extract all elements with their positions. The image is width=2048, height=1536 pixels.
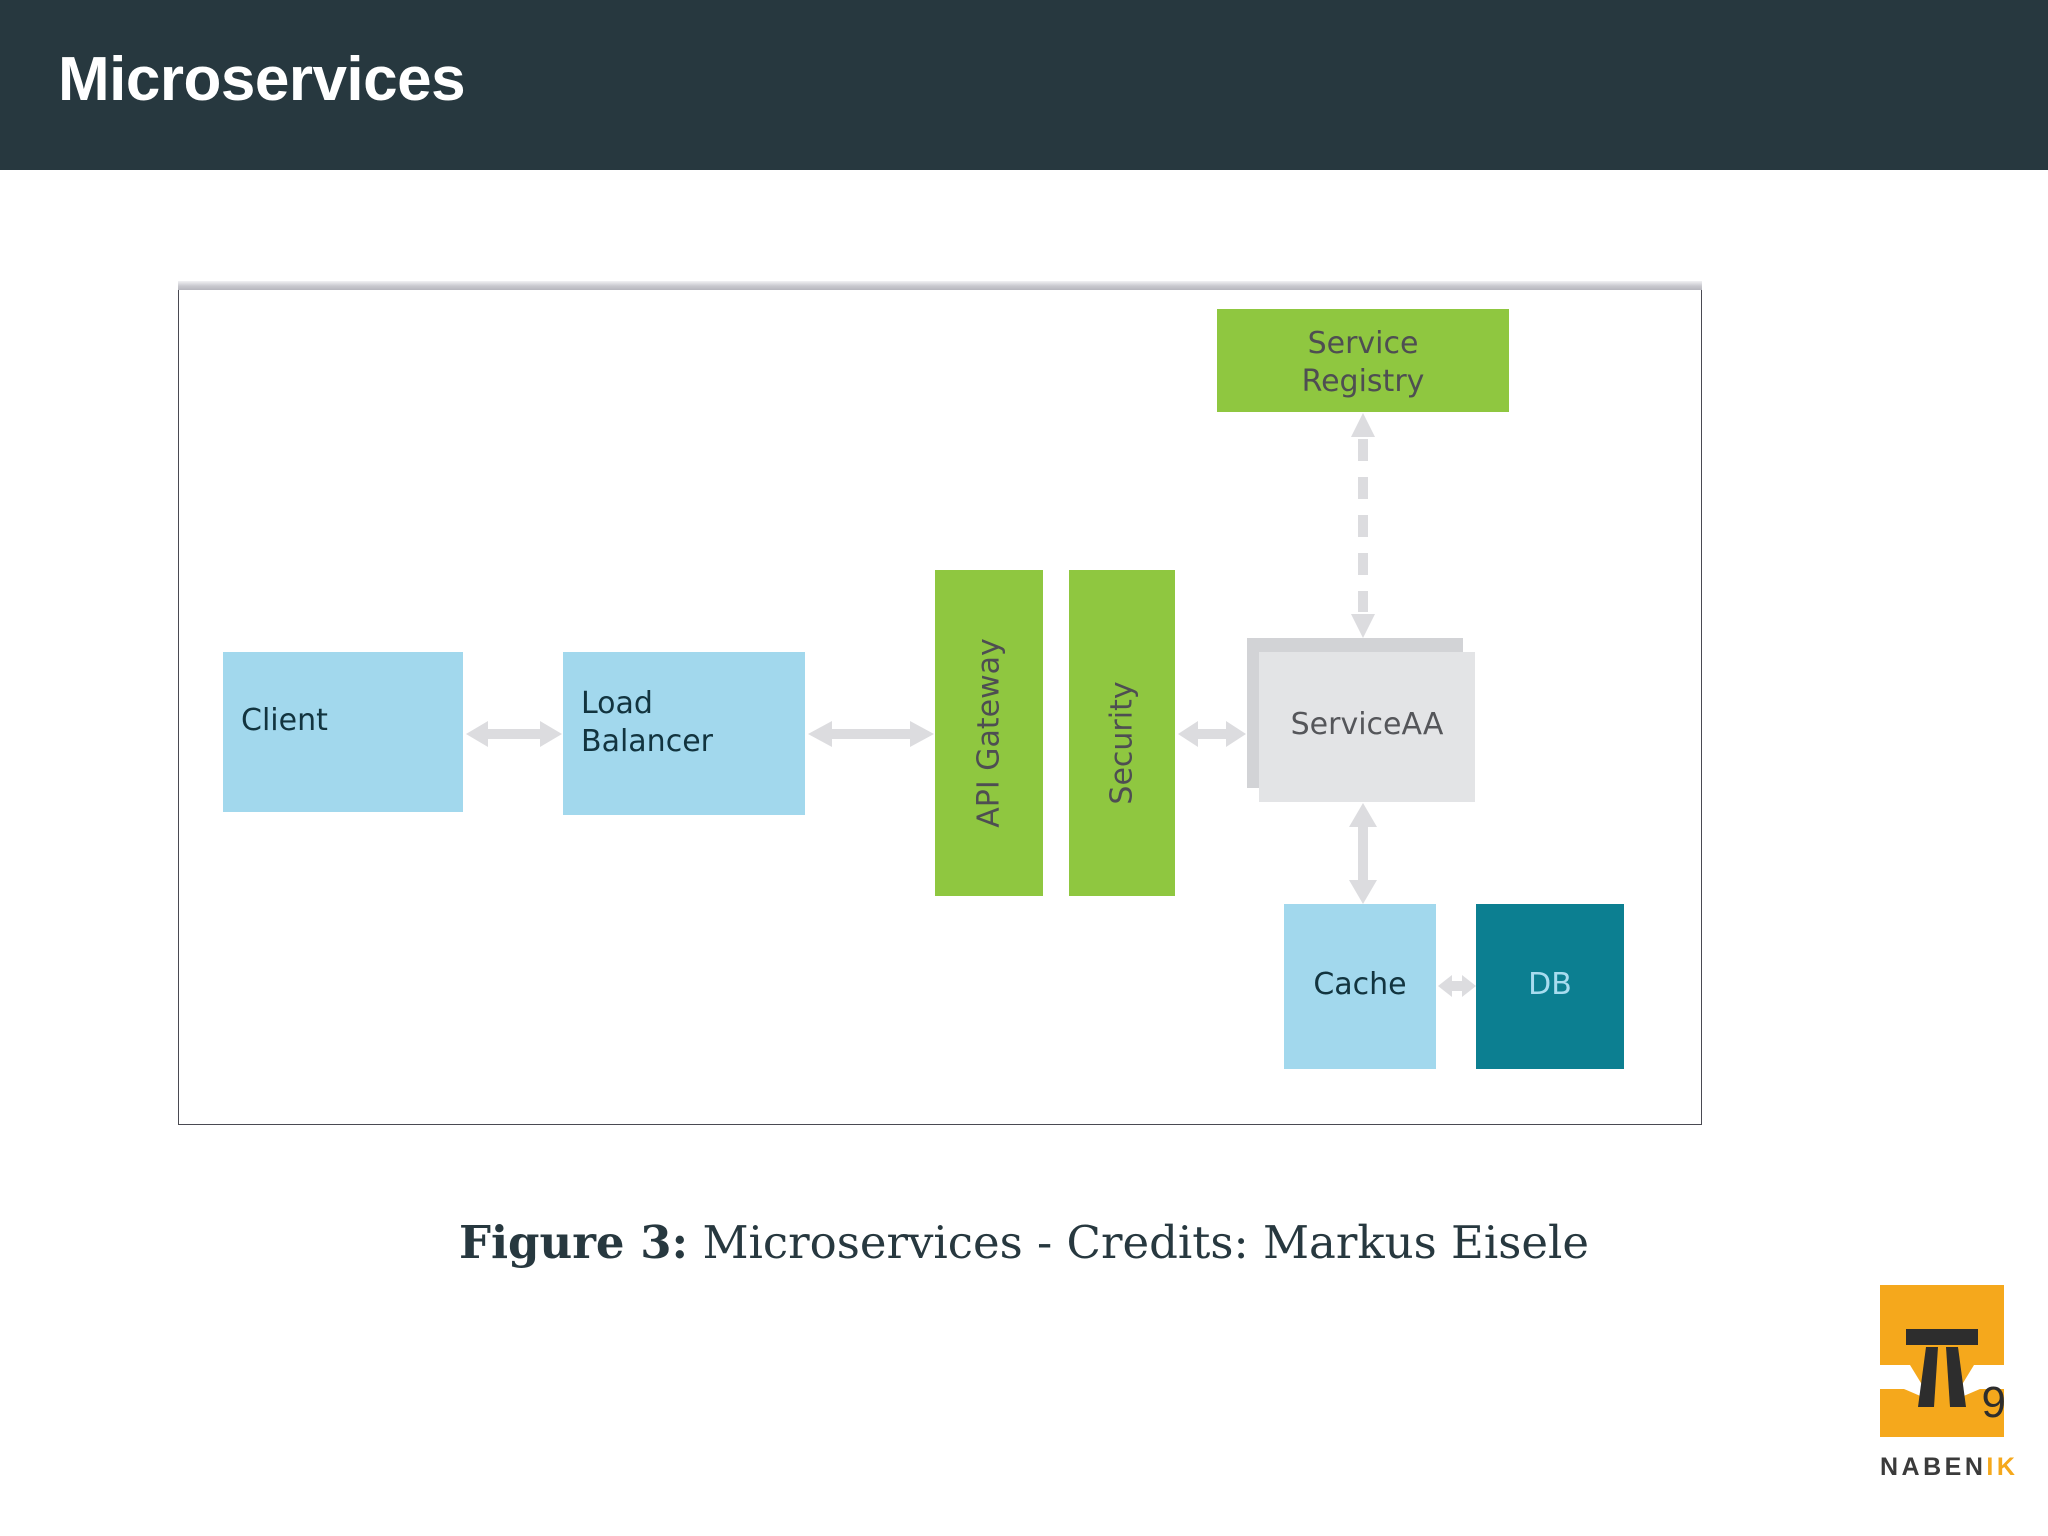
diagram-node-serviceaa[interactable]: ServiceAA [1247,638,1475,802]
diagram-node-db[interactable]: DB [1476,904,1624,1069]
diagram-node-client[interactable]: Client [223,652,463,812]
arrow-client-to-load-balancer [466,714,562,754]
arrow-service-registry-to-serviceaa [1343,413,1383,638]
node-label-load-balancer: Load Balancer [581,686,713,760]
node-label-db: DB [1528,967,1572,1002]
motorway-bridge-icon [1880,1285,2004,1437]
brand-logo: 9 NABENIK [1880,1285,2015,1525]
figure-caption-prefix: Figure 3: [459,1216,689,1269]
logo-wordmark-primary: NABEN [1880,1453,1987,1481]
diagram-node-load-balancer[interactable]: Load Balancer [563,652,805,815]
page-title: Microservices [58,45,466,114]
arrow-load-balancer-to-api-gateway [808,714,934,754]
diagram-node-security[interactable]: Security [1069,570,1175,896]
arrow-security-to-serviceaa [1178,714,1246,754]
slide-header-bar: Microservices [0,0,2048,170]
microservices-architecture-diagram: Service Registry Client Load Balancer AP… [179,282,1701,1124]
serviceaa-stack-front-layer [1259,652,1475,802]
page-number: 9 [1981,1378,2006,1427]
diagram-node-api-gateway[interactable]: API Gateway [935,570,1043,896]
logo-wordmark-accent: IK [1986,1453,2019,1481]
figure-caption-text: Microservices - Credits: Markus Eisele [688,1216,1589,1269]
arrow-cache-to-db [1438,966,1476,1006]
node-label-cache: Cache [1313,967,1407,1002]
node-label-serviceaa: ServiceAA [1290,707,1444,742]
arrow-serviceaa-to-cache [1343,803,1383,904]
node-label-service-registry: Service Registry [1301,326,1425,400]
logo-wordmark: NABENIK [1880,1453,2048,1482]
diagram-node-service-registry[interactable]: Service Registry [1217,309,1509,412]
figure-frame: Service Registry Client Load Balancer AP… [178,281,1702,1125]
node-label-client: Client [241,703,328,738]
node-label-security: Security [1104,681,1140,805]
diagram-node-cache[interactable]: Cache [1284,904,1436,1069]
node-label-api-gateway: API Gateway [971,638,1007,828]
figure-caption: Figure 3: Microservices - Credits: Marku… [0,1216,2048,1269]
